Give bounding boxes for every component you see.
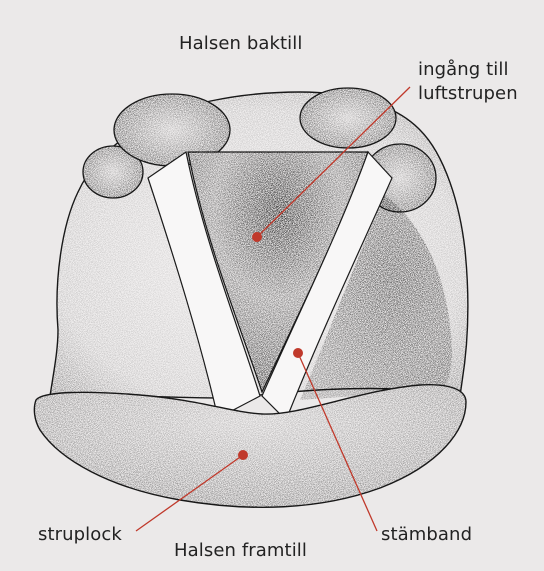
epiglottis — [34, 385, 466, 508]
label-posterior: Halsen baktill — [179, 33, 303, 55]
pointer-dot-vocal-cords — [293, 348, 303, 358]
label-airway-line1: ingång till — [418, 58, 518, 82]
label-anterior: Halsen framtill — [174, 540, 307, 562]
label-epiglottis: struplock — [38, 524, 122, 546]
label-airway-line2: luftstrupen — [418, 82, 518, 106]
pointer-dot-epiglottis — [238, 450, 248, 460]
pointer-dot-airway — [252, 232, 262, 242]
label-airway-entrance: ingång till luftstrupen — [418, 58, 518, 106]
label-vocal-cords: stämband — [381, 524, 472, 546]
